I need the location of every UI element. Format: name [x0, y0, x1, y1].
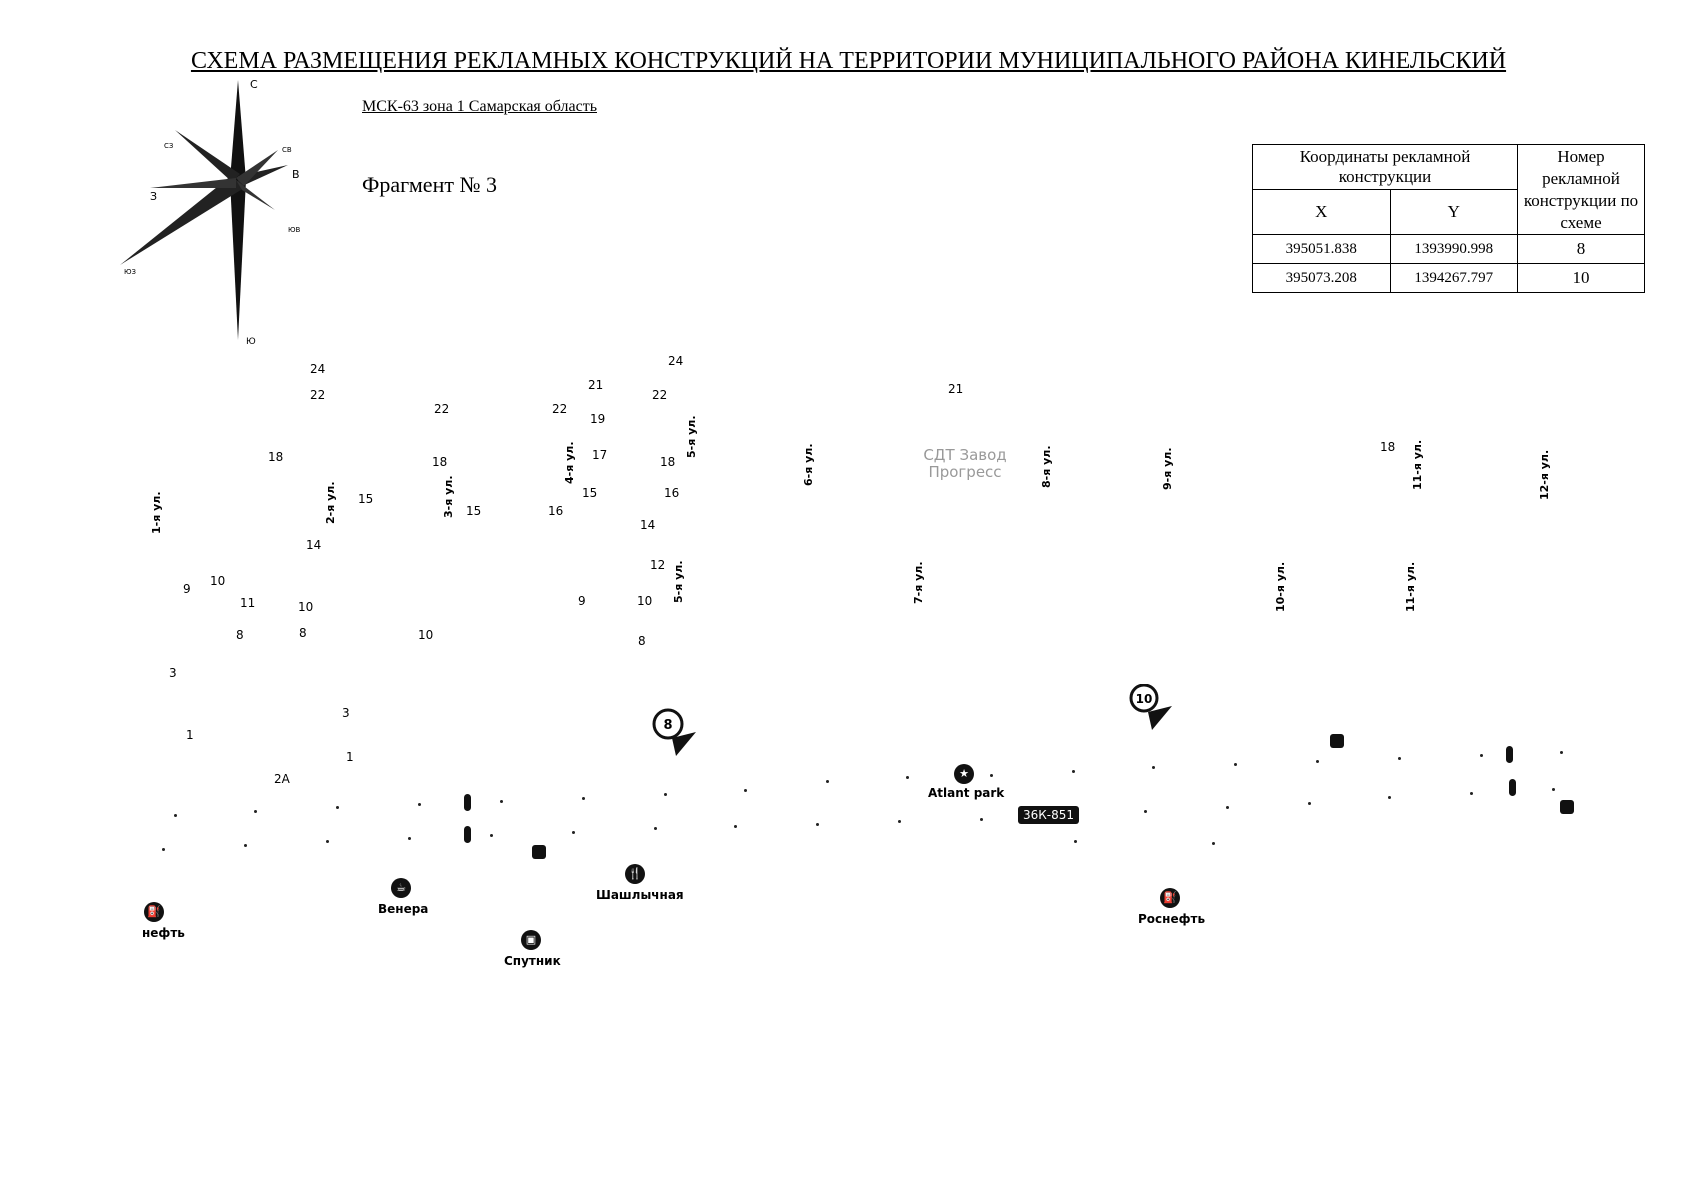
house-number: 22 — [434, 402, 450, 416]
house-number: 10 — [210, 574, 226, 588]
cafe-icon: ☕ — [391, 878, 411, 898]
coordinates-table: Координаты рекламной конструкции Номер р… — [1252, 144, 1645, 293]
snt-label: СДТ Завод Прогресс — [923, 446, 1007, 481]
bus-stop-icon — [532, 845, 546, 859]
bus-stop-icon — [1330, 734, 1344, 748]
row-1-y: 1393990.998 — [1389, 234, 1519, 264]
compass-sw: ЮЗ — [124, 268, 137, 276]
fuel-station-icon: ⛽ — [1160, 888, 1180, 908]
compass-e: В — [292, 168, 300, 181]
street-label: 2-я ул. — [324, 481, 337, 524]
street-label: 3-я ул. — [442, 475, 455, 518]
street-label: 6-я ул. — [802, 443, 815, 486]
park-icon: ★ — [954, 764, 974, 784]
house-number: 14 — [640, 518, 656, 532]
house-number: 1 — [186, 728, 194, 742]
house-number: 16 — [548, 504, 564, 518]
house-number: 10 — [637, 594, 653, 608]
house-number: 21 — [948, 382, 964, 396]
coord-header: Координаты рекламной конструкции — [1252, 144, 1518, 190]
house-number: 18 — [1380, 440, 1396, 454]
y-header: Y — [1389, 189, 1519, 235]
traffic-light-icon — [464, 794, 471, 811]
poi-shashlik: Шашлычная — [596, 888, 684, 902]
house-number: 2А — [274, 772, 290, 786]
house-number: 3 — [342, 706, 350, 720]
restaurant-icon: 🍴 — [625, 864, 645, 884]
compass-w: З — [150, 190, 157, 203]
street-label: 12-я ул. — [1538, 449, 1551, 500]
road-number-badge: 36К-851 — [1018, 806, 1080, 824]
row-2-x: 395073.208 — [1252, 263, 1391, 293]
ad-marker-10-label: 10 — [1136, 692, 1153, 706]
compass-s: Ю — [246, 337, 256, 347]
row-2-number: 10 — [1517, 263, 1645, 293]
traffic-light-icon — [1509, 779, 1516, 796]
number-header: Номер рекламной конструкции по схеме — [1517, 144, 1645, 235]
street-label: 8-я ул. — [1040, 445, 1053, 488]
house-number: 15 — [466, 504, 482, 518]
street-label: 5-я ул. — [685, 415, 698, 458]
house-number: 24 — [310, 362, 326, 376]
house-number: 15 — [358, 492, 374, 506]
street-label: 4-я ул. — [563, 441, 576, 484]
house-number: 11 — [240, 596, 256, 610]
row-2-y: 1394267.797 — [1389, 263, 1519, 293]
house-number: 24 — [668, 354, 684, 368]
house-number: 8 — [236, 628, 244, 642]
house-number: 22 — [552, 402, 568, 416]
house-number: 10 — [298, 600, 314, 614]
fragment-label: Фрагмент № 3 — [362, 172, 497, 197]
ad-marker-8-label: 8 — [663, 718, 672, 733]
compass-n: С — [250, 78, 258, 91]
fuel-station-icon: ⛽ — [144, 902, 164, 922]
house-number: 10 — [418, 628, 434, 642]
traffic-light-icon — [464, 826, 471, 843]
ad-marker-8-icon: 8 — [652, 708, 696, 756]
house-number: 8 — [638, 634, 646, 648]
bus-stop-icon — [1560, 800, 1574, 814]
street-label: 11-я ул. — [1404, 561, 1417, 612]
street-label: 9-я ул. — [1161, 447, 1174, 490]
house-number: 18 — [268, 450, 284, 464]
street-label: 10-я ул. — [1274, 561, 1287, 612]
poi-atlant-park: Atlant park — [928, 786, 1005, 800]
house-number: 12 — [650, 558, 666, 572]
street-label: 5-я ул. — [672, 560, 685, 603]
street-label: 1-я ул. — [150, 491, 163, 534]
house-number: 19 — [590, 412, 606, 426]
house-number: 22 — [652, 388, 668, 402]
compass-rose-icon: С СВ В ЮВ Ю ЮЗ З СЗ — [120, 78, 301, 347]
poi-rosneft: Роснефть — [1138, 912, 1206, 926]
house-number: 9 — [578, 594, 586, 608]
poi-sputnik: Спутник — [504, 954, 561, 968]
shop-icon: ▣ — [521, 930, 541, 950]
compass-se: ЮВ — [288, 226, 301, 234]
coordinate-system-label: МСК-63 зона 1 Самарская область — [362, 98, 597, 115]
house-number: 1 — [346, 750, 354, 764]
street-label: 11-я ул. — [1411, 439, 1424, 490]
compass-ne: СВ — [282, 146, 292, 154]
traffic-light-icon — [1506, 746, 1513, 763]
house-number: 17 — [592, 448, 608, 462]
house-number: 8 — [299, 626, 307, 640]
street-label: 7-я ул. — [912, 561, 925, 604]
x-header: X — [1252, 189, 1391, 235]
row-1-x: 395051.838 — [1252, 234, 1391, 264]
map-title: СХЕМА РАЗМЕЩЕНИЯ РЕКЛАМНЫХ КОНСТРУКЦИЙ Н… — [190, 48, 1507, 74]
house-number: 9 — [183, 582, 191, 596]
compass-nw: СЗ — [164, 142, 174, 150]
house-number: 16 — [664, 486, 680, 500]
house-number: 18 — [432, 455, 448, 469]
house-number: 14 — [306, 538, 322, 552]
house-number: 21 — [588, 378, 604, 392]
house-number: 22 — [310, 388, 326, 402]
house-number: 3 — [169, 666, 177, 680]
row-1-number: 8 — [1517, 234, 1645, 264]
house-number: 18 — [660, 455, 676, 469]
poi-rosneft-left: нефть — [142, 926, 185, 940]
house-number: 15 — [582, 486, 598, 500]
ad-marker-10-icon: 10 — [1129, 684, 1172, 730]
poi-venera: Венера — [378, 902, 429, 916]
